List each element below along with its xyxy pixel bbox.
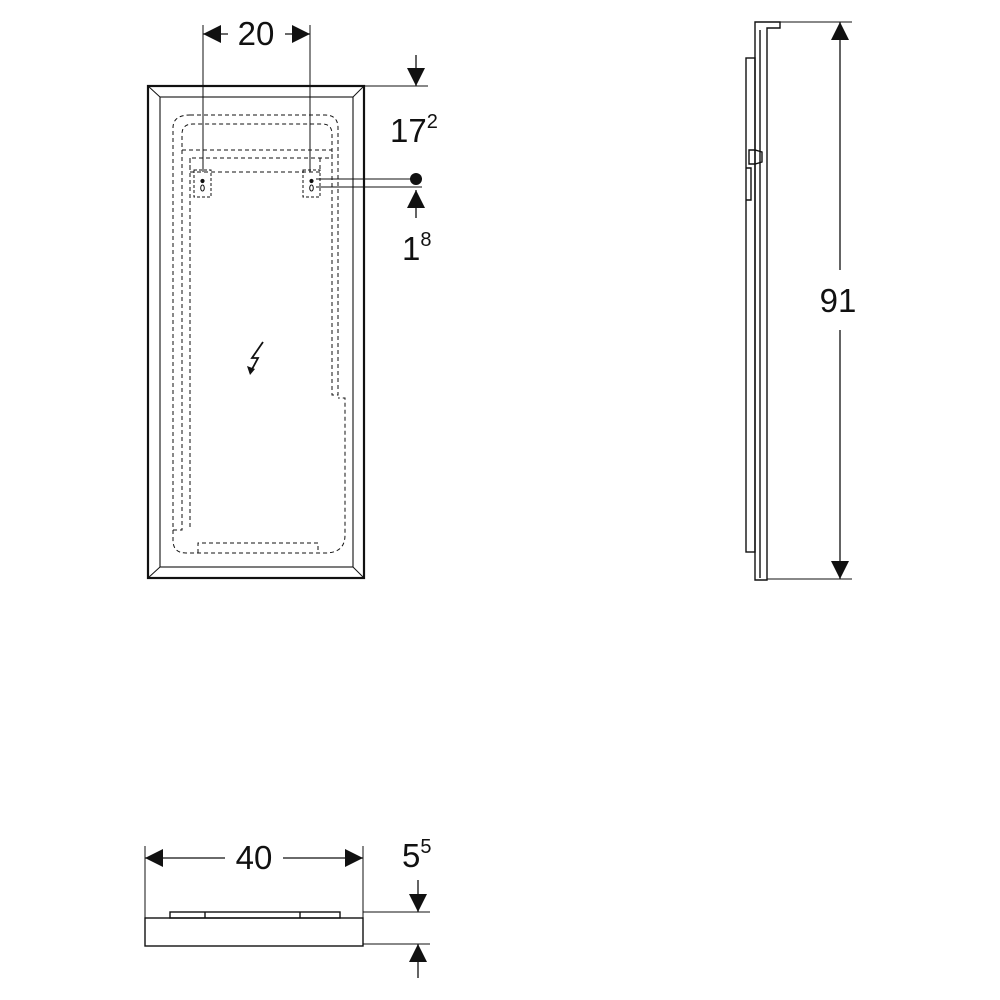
total-depth-sup: 5 — [420, 836, 431, 858]
side-view: 91 — [745, 21, 857, 581]
bevel-line — [147, 85, 161, 98]
dimension-bracket-height: 172 — [364, 55, 438, 149]
total-depth-label: 55 — [402, 836, 431, 874]
dimension-bracket-spacing: 20 — [202, 15, 311, 172]
bracket-height-main: 17 — [390, 112, 427, 149]
mirror-outline — [146, 84, 366, 580]
right-bracket — [302, 169, 321, 198]
electrical-connection-icon — [247, 341, 264, 375]
front-view: 20 172 18 — [146, 15, 438, 580]
bracket-offset-sup: 8 — [420, 229, 431, 251]
dimension-total-height: 91 — [767, 21, 857, 580]
total-width-label: 40 — [236, 839, 273, 876]
bevel-line — [352, 566, 365, 579]
hidden-led-outline — [172, 114, 346, 554]
bevel-line — [352, 85, 365, 98]
bracket-offset-label: 18 — [402, 229, 431, 267]
top-profile — [144, 911, 364, 947]
mirror-inner-frame — [159, 96, 354, 568]
left-bracket — [193, 169, 212, 198]
bracket-spacing-label: 20 — [238, 15, 275, 52]
side-profile — [745, 21, 781, 581]
dimension-total-depth: 55 — [363, 836, 431, 978]
total-depth-main: 5 — [402, 837, 420, 874]
total-height-label: 91 — [820, 282, 857, 319]
bracket-height-sup: 2 — [427, 111, 438, 133]
bevel-line — [147, 566, 161, 579]
dimension-bracket-offset: 18 — [316, 173, 431, 267]
dimension-total-width: 40 — [144, 839, 364, 918]
top-view: 40 55 — [144, 836, 431, 978]
bracket-height-label: 172 — [390, 111, 438, 149]
bracket-offset-main: 1 — [402, 230, 420, 267]
